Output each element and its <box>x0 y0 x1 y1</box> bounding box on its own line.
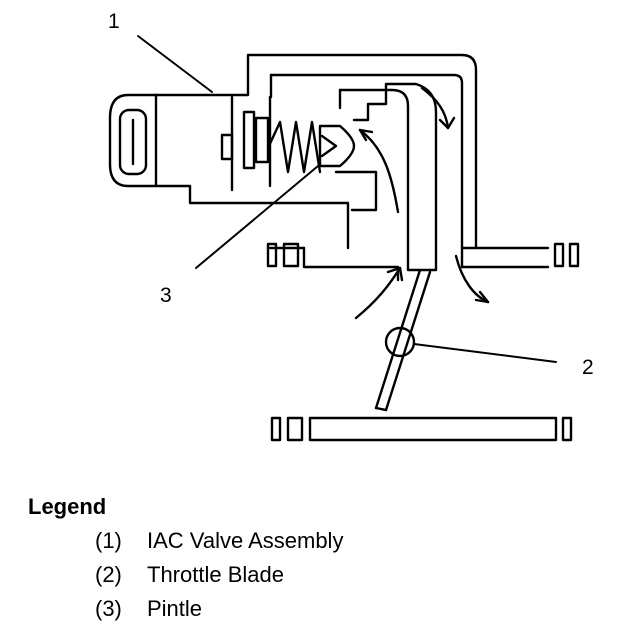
leader-lines <box>137 35 557 363</box>
callout-3: 3 <box>160 284 172 307</box>
legend-item-label: Pintle <box>147 596 203 621</box>
callout-1: 1 <box>108 10 120 33</box>
legend-item-label: Throttle Blade <box>147 562 284 587</box>
throttle-blade <box>374 268 432 412</box>
legend-item: (3) Pintle <box>95 596 202 622</box>
legend-title: Legend <box>28 494 107 519</box>
legend-item-number: (2) <box>95 562 122 587</box>
pintle <box>220 110 356 174</box>
connector <box>108 93 158 188</box>
legend-item-number: (3) <box>95 596 122 621</box>
legend-item-number: (1) <box>95 528 122 553</box>
air-passage <box>268 73 550 282</box>
legend: Legend (1) IAC Valve Assembly (2) Throttle… <box>0 486 624 636</box>
legend-item-label: IAC Valve Assembly <box>147 528 344 553</box>
wall-stubs <box>266 242 580 442</box>
legend-item: (2) Throttle Blade <box>95 562 284 588</box>
iac-diagram: 1 3 2 <box>108 10 594 442</box>
legend-item: (1) IAC Valve Assembly <box>95 528 343 554</box>
callout-2: 2 <box>582 356 594 379</box>
airflow-arrows <box>354 86 490 320</box>
